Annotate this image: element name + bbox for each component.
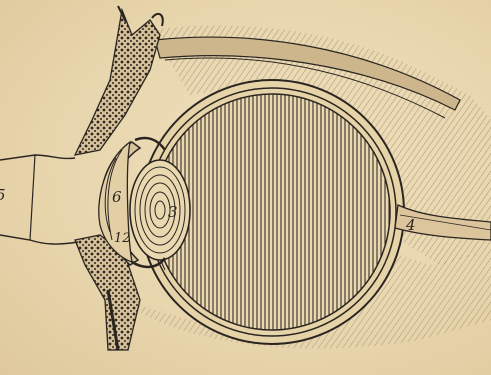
label-12: 12 xyxy=(114,232,131,245)
upper-eyelid xyxy=(75,10,160,155)
left-outline-upper xyxy=(0,155,75,160)
label-4: 4 xyxy=(406,218,416,233)
left-outline-lower xyxy=(0,235,78,244)
label-6: 6 xyxy=(112,190,122,205)
label-3: 3 xyxy=(168,205,178,220)
label-5: 5 xyxy=(0,188,6,203)
crystalline-lens xyxy=(130,160,190,260)
